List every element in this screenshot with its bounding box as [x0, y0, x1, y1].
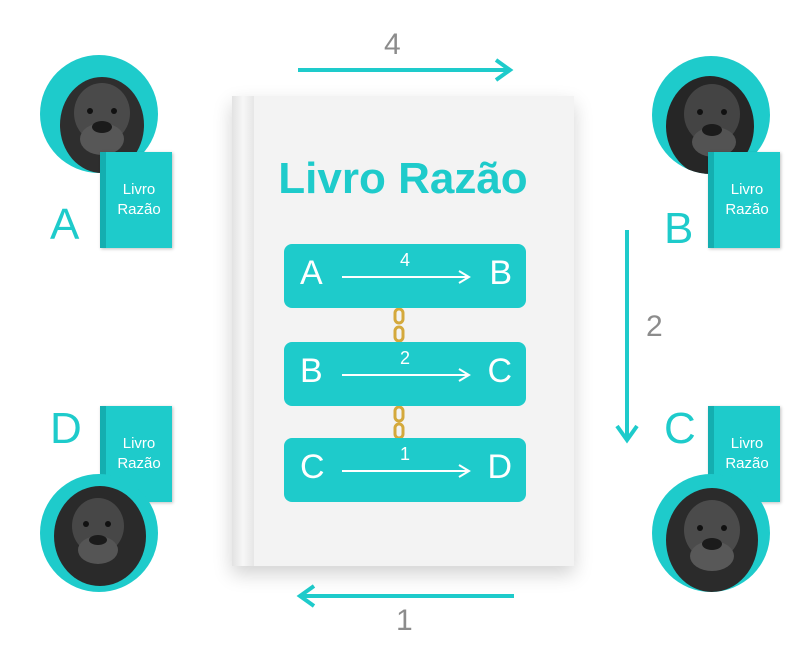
transaction-to: D [487, 448, 512, 486]
arrow-right-icon [342, 464, 471, 478]
gorilla-avatar-icon [652, 474, 770, 592]
arrow-right-icon [342, 368, 471, 382]
transaction-amount: 2 [399, 348, 410, 368]
node-c-ledger-line1: Livro [730, 435, 764, 452]
node-d-label: D [50, 404, 82, 453]
transaction-to: B [489, 254, 512, 292]
chain-link-icon [393, 308, 405, 343]
node-a-label: A [50, 200, 80, 249]
right-arrow-icon [298, 58, 514, 82]
gorilla-avatar-icon [40, 474, 158, 592]
node-a-ledger-line1: Livro [122, 181, 156, 198]
bottom-arrow-label: 1 [396, 604, 413, 637]
node-b-ledger-line1: Livro [730, 181, 764, 198]
node-a-ledger-line2: Razão [117, 201, 161, 218]
node-b-ledger-line2: Razão [725, 201, 769, 218]
chain-link-icon [393, 406, 405, 440]
right-arrow-label: 2 [646, 310, 663, 343]
transaction-amount: 1 [399, 444, 410, 464]
transaction-to: C [487, 352, 512, 390]
ledger-book: Livro Razão A 4 B B 2 C C 1 D [232, 96, 574, 566]
gorilla-avatar-icon [652, 56, 770, 174]
arrow-right-icon [342, 270, 471, 284]
book-spine [232, 96, 254, 566]
transaction-from: B [300, 352, 323, 390]
node-c-ledger-line2: Razão [725, 455, 769, 472]
transaction-from: C [300, 448, 325, 486]
node-a-ledger: Livro Razão [100, 152, 172, 248]
node-d-ledger-line2: Razão [117, 455, 161, 472]
node-b-label: B [664, 204, 694, 253]
node-d-ledger-line1: Livro [122, 435, 156, 452]
top-arrow-label: 4 [384, 28, 401, 61]
node-b-ledger: Livro Razão [708, 152, 780, 248]
transaction-from: A [300, 254, 323, 292]
transaction-row: A 4 B [284, 244, 526, 308]
left-arrow-icon [296, 584, 514, 608]
down-arrow-icon [615, 230, 639, 444]
transaction-row: B 2 C [284, 342, 526, 406]
node-c-label: C [664, 404, 696, 453]
transaction-row: C 1 D [284, 438, 526, 502]
transaction-amount: 4 [399, 250, 410, 270]
gorilla-avatar-icon [40, 55, 158, 173]
book-title: Livro Razão [278, 154, 528, 203]
